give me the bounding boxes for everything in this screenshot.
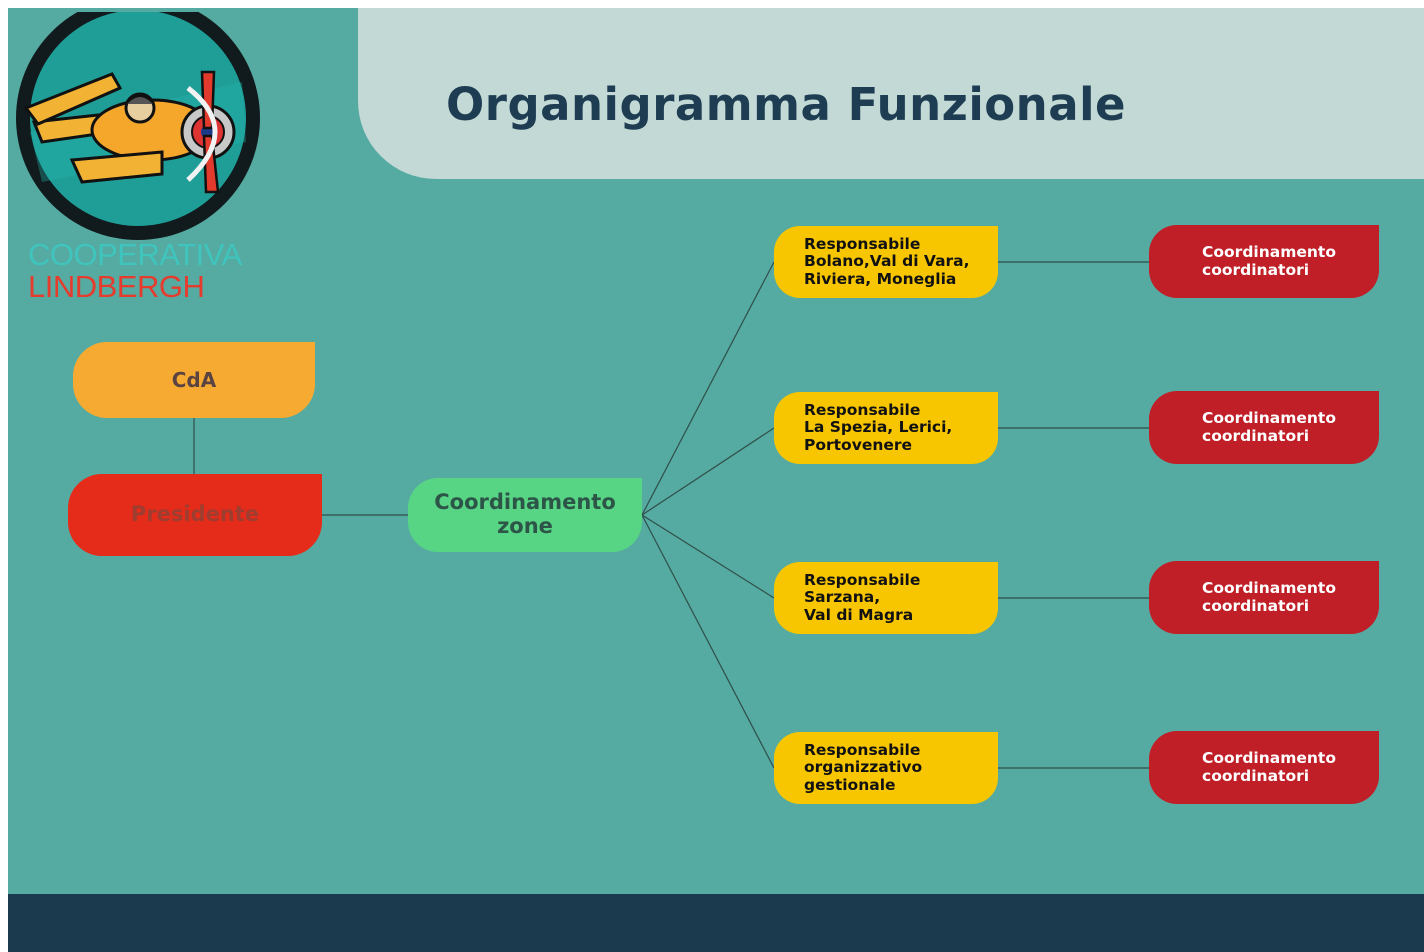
- page-title: Organigramma Funzionale: [446, 78, 1127, 131]
- node-responsabile-1: Responsabile Bolano,Val di Vara, Riviera…: [774, 226, 998, 298]
- connector-coordinamento-resp-3: [641, 514, 775, 599]
- node-cc-4-label: Coordinamento coordinatori: [1202, 749, 1336, 785]
- node-responsabile-1-label: Responsabile Bolano,Val di Vara, Riviera…: [804, 234, 970, 288]
- connector-coordinamento-resp-2: [641, 427, 775, 516]
- node-responsabile-2: Responsabile La Spezia, Lerici, Portoven…: [774, 392, 998, 464]
- node-responsabile-4: Responsabile organizzativo gestionale: [774, 732, 998, 804]
- node-cda-label: CdA: [171, 367, 217, 392]
- logo-text-cooperativa: COOPERATIVA: [28, 237, 242, 272]
- node-responsabile-3: Responsabile Sarzana, Val di Magra: [774, 562, 998, 634]
- footer-bar: [8, 894, 1424, 952]
- node-cc-2-label: Coordinamento coordinatori: [1202, 409, 1336, 445]
- cooperativa-logo: COOPERATIVA LINDBERGH: [12, 8, 274, 312]
- logo-text-lindbergh: LINDBERGH: [28, 269, 205, 304]
- node-responsabile-4-label: Responsabile organizzativo gestionale: [804, 740, 923, 794]
- node-coordinamento-coordinatori-1: Coordinamento coordinatori: [1149, 225, 1379, 298]
- node-cda: CdA: [73, 342, 315, 418]
- node-coordinamento-coordinatori-3: Coordinamento coordinatori: [1149, 561, 1379, 634]
- node-coordinamento-coordinatori-4: Coordinamento coordinatori: [1149, 731, 1379, 804]
- node-coordinamento-zone-label: Coordinamento zone: [434, 490, 616, 538]
- title-banner: Organigramma Funzionale: [358, 8, 1424, 179]
- node-responsabile-2-label: Responsabile La Spezia, Lerici, Portoven…: [804, 400, 953, 454]
- node-responsabile-3-label: Responsabile Sarzana, Val di Magra: [804, 570, 921, 624]
- node-presidente-label: Presidente: [130, 502, 260, 527]
- node-presidente: Presidente: [68, 474, 322, 556]
- connector-coordinamento-resp-4: [641, 514, 775, 769]
- node-cc-3-label: Coordinamento coordinatori: [1202, 579, 1336, 615]
- connector-coordinamento-resp-1: [641, 261, 775, 516]
- connector-lines: [193, 261, 1149, 769]
- node-coordinamento-zone: Coordinamento zone: [408, 478, 642, 552]
- org-chart-canvas: Organigramma Funzionale: [8, 8, 1424, 952]
- airplane-emblem-icon: [16, 8, 260, 240]
- node-cc-1-label: Coordinamento coordinatori: [1202, 243, 1336, 279]
- node-coordinamento-coordinatori-2: Coordinamento coordinatori: [1149, 391, 1379, 464]
